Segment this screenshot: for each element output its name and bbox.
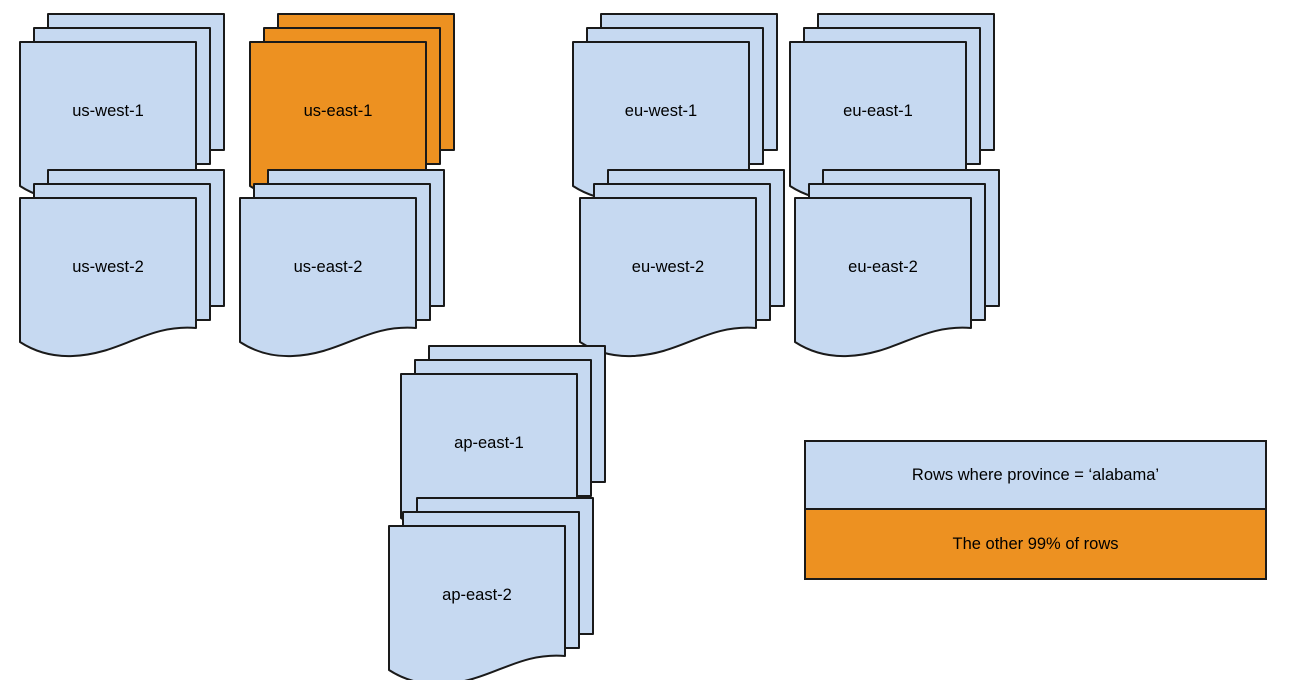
document-card-3 — [388, 525, 566, 680]
legend-item-blue: Rows where province = ‘alabama’ — [806, 442, 1265, 510]
document-stack-eu-west-1[interactable]: eu-west-1 — [572, 13, 803, 202]
document-card-3 — [794, 197, 972, 358]
document-stack-ap-east-1[interactable]: ap-east-1 — [400, 345, 631, 534]
document-stack-ap-east-2[interactable]: ap-east-2 — [388, 497, 619, 680]
document-stack-eu-east-1[interactable]: eu-east-1 — [789, 13, 1020, 202]
document-stack-eu-east-2[interactable]: eu-east-2 — [794, 169, 1025, 358]
document-card-3 — [579, 197, 757, 358]
legend-item-orange-label: The other 99% of rows — [952, 534, 1119, 553]
document-card-3 — [239, 197, 417, 358]
document-stack-us-east-2[interactable]: us-east-2 — [239, 169, 470, 358]
document-stack-us-east-1[interactable]: us-east-1 — [249, 13, 480, 202]
document-stack-eu-west-2[interactable]: eu-west-2 — [579, 169, 810, 358]
document-card-3 — [19, 197, 197, 358]
document-stack-us-west-1[interactable]: us-west-1 — [19, 13, 250, 202]
legend-item-orange: The other 99% of rows — [806, 510, 1265, 578]
document-stack-us-west-2[interactable]: us-west-2 — [19, 169, 250, 358]
legend-item-blue-label: Rows where province = ‘alabama’ — [911, 465, 1160, 484]
legend: Rows where province = ‘alabama’ The othe… — [804, 440, 1267, 580]
